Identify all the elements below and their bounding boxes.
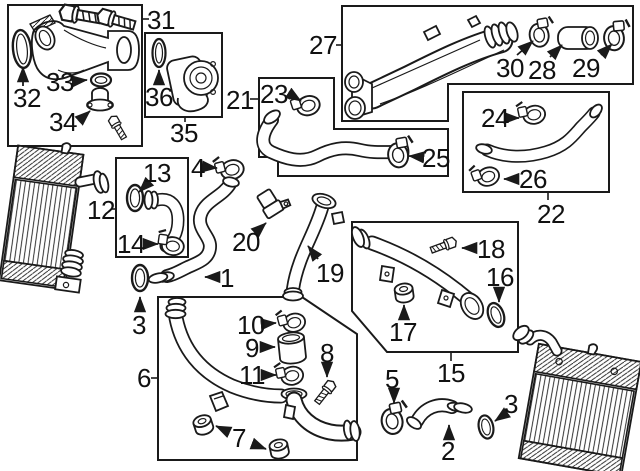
pipe-6-drawing	[164, 297, 362, 442]
callout-label-30: 30	[496, 53, 524, 83]
arrow-20	[250, 222, 267, 238]
arrow-13	[138, 176, 155, 193]
callout-label-12: 12	[87, 195, 115, 225]
callout-label-35: 35	[170, 118, 198, 148]
callout-label-14: 14	[117, 229, 145, 259]
callout-label-6: 6	[137, 363, 151, 393]
o-ring-3a-drawing	[130, 263, 150, 293]
callout-label-17: 17	[389, 317, 417, 347]
callout-label-31: 31	[147, 5, 175, 35]
arrow-25	[408, 151, 425, 164]
callout-label-33: 33	[46, 67, 74, 97]
callout-label-25: 25	[422, 143, 450, 173]
o-ring-3b-drawing	[475, 412, 497, 442]
callout-label-36: 36	[145, 82, 173, 112]
grommet-7b-drawing	[267, 436, 291, 462]
sensor-flange-34-drawing	[86, 87, 114, 112]
arrow-33	[71, 75, 88, 88]
callout-label-21: 21	[226, 85, 254, 115]
intake-manifold-drawing	[29, 14, 140, 81]
intercooler-right-drawing	[512, 324, 640, 471]
o-ring-13-drawing	[125, 183, 145, 213]
arrow-19	[307, 245, 323, 262]
arrow-28	[546, 44, 563, 61]
o-ring-36-drawing	[151, 37, 167, 69]
callout-label-15: 15	[437, 358, 465, 388]
intercooler-left-drawing	[0, 142, 110, 294]
callout-label-34: 34	[49, 107, 77, 137]
arrow-3b	[494, 407, 512, 422]
callout-label-22: 22	[537, 199, 565, 229]
callout-label-24: 24	[481, 103, 509, 133]
arrow-30	[516, 40, 534, 56]
callout-label-29: 29	[572, 53, 600, 83]
sensor-20-drawing	[256, 188, 292, 220]
callout-label-16: 16	[486, 262, 514, 292]
callout-label-23: 23	[260, 79, 288, 109]
callout-label-5: 5	[385, 364, 399, 394]
callout-label-26: 26	[519, 164, 547, 194]
charge-pipe-27-drawing	[344, 14, 519, 120]
callout-label-11: 11	[239, 360, 266, 390]
callout-label-19: 19	[316, 258, 344, 288]
grommet-17-drawing	[393, 281, 416, 305]
coupler-28-drawing	[557, 26, 599, 50]
callout-label-8: 8	[320, 338, 334, 368]
pipe-19-drawing	[282, 192, 346, 302]
callout-label-28: 28	[528, 55, 556, 85]
hose-2-drawing	[406, 398, 473, 430]
callout-label-10: 10	[237, 310, 265, 340]
throttle-body-drawing	[166, 55, 219, 113]
arrow-23	[284, 87, 302, 102]
callout-label-1: 1	[220, 263, 234, 293]
callout-label-2: 2	[441, 436, 455, 466]
hose-1-drawing	[147, 176, 240, 284]
arrow-34	[74, 110, 91, 126]
callout-label-4: 4	[191, 153, 205, 183]
clamp-5-drawing	[376, 398, 413, 438]
arrow-7a	[215, 425, 233, 438]
coupler-9-drawing	[277, 331, 307, 365]
callout-label-9: 9	[245, 333, 259, 363]
callout-label-20: 20	[232, 227, 260, 257]
hose-22-drawing	[475, 103, 603, 163]
arrow-4	[201, 160, 218, 173]
callout-label-3a: 3	[132, 310, 146, 340]
arrow-29	[596, 43, 613, 60]
arrow-10	[260, 318, 277, 331]
arrow-7b	[249, 437, 267, 450]
callout-label-32: 32	[13, 83, 41, 113]
o-ring-33-drawing	[89, 72, 113, 88]
callout-label-3b: 3	[504, 389, 518, 419]
callout-label-27: 27	[309, 30, 337, 60]
pipe-15-drawing	[351, 226, 485, 320]
callout-label-7: 7	[232, 423, 246, 453]
callout-label-13: 13	[143, 158, 171, 188]
callout-label-18: 18	[477, 234, 505, 264]
